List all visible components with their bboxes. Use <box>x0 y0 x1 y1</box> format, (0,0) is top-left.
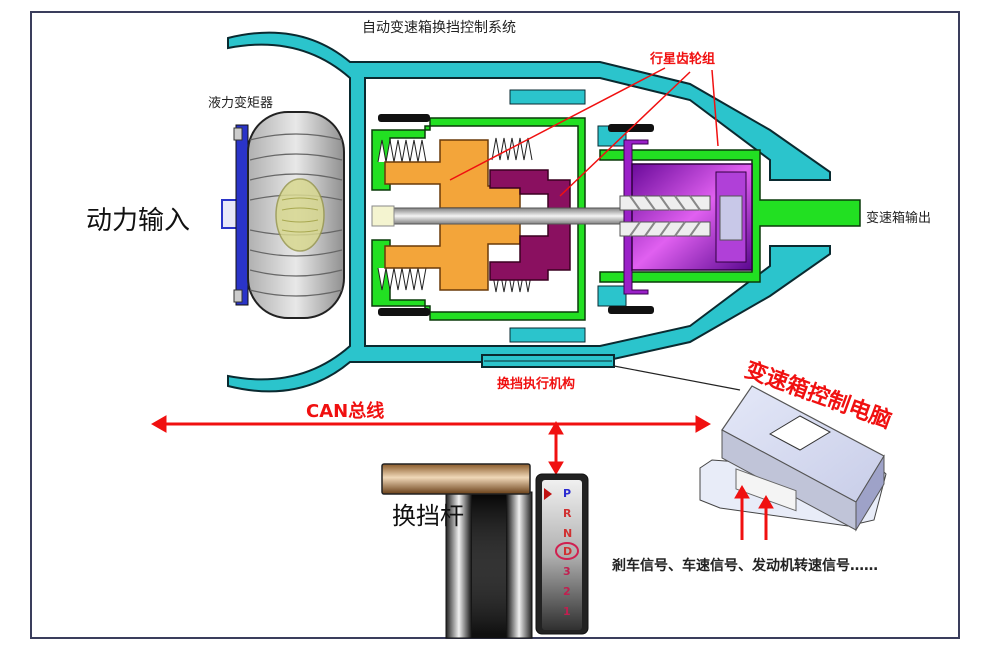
magenta-drum <box>489 169 571 281</box>
transmission-housing <box>227 31 831 393</box>
planetary-gear-set-label: 行星齿轮组 <box>650 52 716 67</box>
gear-position-r: R <box>563 507 572 520</box>
clutch-carrier <box>371 89 586 343</box>
shift-lever-graphic <box>381 463 589 639</box>
transmission-output-label: 变速箱输出 <box>866 211 932 226</box>
diagram-title: 自动变速箱换挡控制系统 <box>362 20 516 36</box>
gear-position-1: 1 <box>563 605 571 618</box>
actuator-connection-line <box>613 365 741 391</box>
shift-lever-label: 换挡杆 <box>392 500 464 532</box>
torque-converter-graphic <box>221 111 345 319</box>
torque-converter-label: 液力变矩器 <box>208 96 274 111</box>
input-signals-label: 剎车信号、车速信号、发动机转速信号…… <box>612 558 878 574</box>
can-bus-line <box>150 415 712 475</box>
gear-position-n: N <box>563 527 573 540</box>
gear-position-2: 2 <box>563 585 571 598</box>
gear-position-3: 3 <box>563 565 571 578</box>
gear-position-d: D <box>563 545 573 558</box>
tcu-box-graphic <box>699 385 887 532</box>
planetary-leader-lines <box>449 67 719 197</box>
clutch-packs <box>377 137 533 293</box>
planetary-gears <box>619 163 753 271</box>
gear-position-p: P <box>563 487 572 500</box>
can-bus-label: CAN总线 <box>306 401 385 422</box>
shift-actuator-label: 换挡执行机构 <box>497 377 576 392</box>
shift-actuator-graphic <box>481 354 615 368</box>
input-signal-arrows <box>734 485 774 540</box>
power-input-label: 动力输入 <box>86 206 191 236</box>
